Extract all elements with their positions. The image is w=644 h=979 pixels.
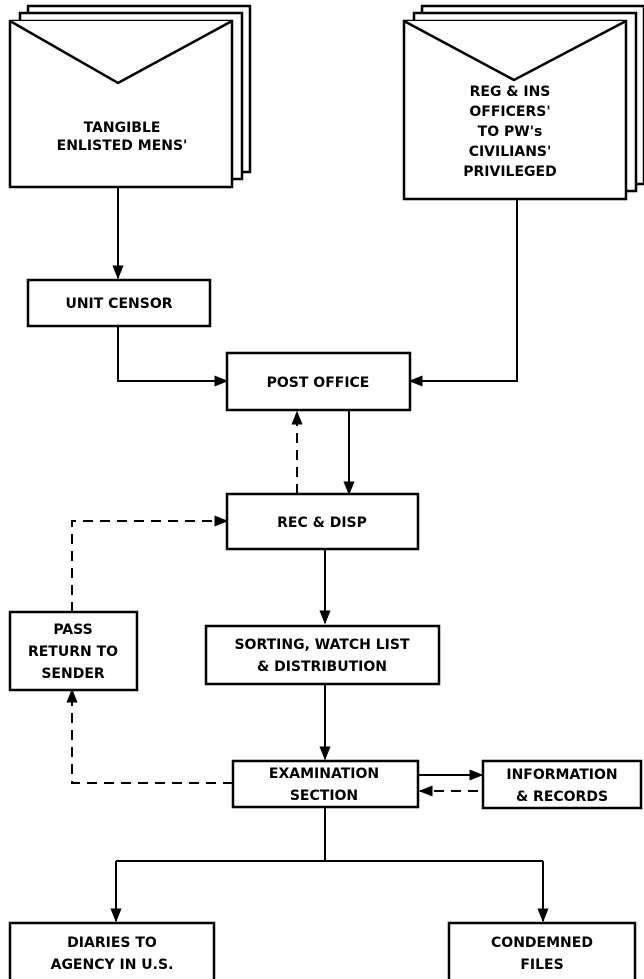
- box-information-line-1: INFORMATION: [506, 767, 617, 783]
- connectors: [66, 187, 549, 923]
- box-pass-return-line-3: SENDER: [41, 666, 105, 682]
- box-sorting-line-2: & DISTRIBUTION: [257, 659, 387, 675]
- arrow-right-envelope-to-post-office: [408, 199, 518, 387]
- box-examination: EXAMINATION SECTION: [231, 759, 420, 809]
- box-post-office-label: POST OFFICE: [267, 375, 370, 391]
- box-unit-censor: UNIT CENSOR: [26, 278, 212, 328]
- envelope-stack-left: TANGIBLE ENLISTED MENS': [8, 4, 252, 189]
- box-pass-return-line-2: RETURN TO: [28, 644, 118, 660]
- box-sorting-line-1: SORTING, WATCH LIST: [234, 637, 409, 653]
- envelope-right-line-3: TO PW's: [478, 124, 543, 140]
- box-examination-line-2: SECTION: [290, 788, 358, 804]
- box-condemned-line-1: CONDEMNED: [491, 935, 593, 951]
- box-diaries-line-2: AGENCY IN U.S.: [51, 957, 174, 973]
- arrow-pass-return-to-rec-disp: [71, 515, 229, 612]
- box-diaries-line-1: DIARIES TO: [67, 935, 157, 951]
- box-unit-censor-label: UNIT CENSOR: [65, 296, 172, 312]
- arrow-examination-to-pass-return: [66, 688, 233, 784]
- box-information-line-2: & RECORDS: [516, 789, 608, 805]
- envelope-left-line-1: TANGIBLE: [84, 120, 161, 136]
- envelope-stack-right: REG & INS OFFICERS' TO PW's CIVILIANS' P…: [402, 4, 644, 201]
- box-pass-return: PASS RETURN TO SENDER: [8, 610, 139, 692]
- box-condemned: CONDEMNED FILES: [447, 921, 637, 979]
- box-condemned-line-2: FILES: [520, 957, 563, 973]
- envelope-right-line-5: PRIVILEGED: [463, 164, 556, 180]
- envelope-right-line-2: OFFICERS': [469, 104, 550, 120]
- box-rec-disp-label: REC & DISP: [277, 515, 367, 531]
- box-examination-line-1: EXAMINATION: [269, 766, 379, 782]
- box-pass-return-line-1: PASS: [53, 622, 92, 638]
- envelope-right-line-1: REG & INS: [470, 84, 551, 100]
- arrow-unit-censor-to-post-office: [117, 326, 229, 387]
- box-rec-disp: REC & DISP: [225, 492, 420, 551]
- box-diaries: DIARIES TO AGENCY IN U.S.: [8, 921, 216, 979]
- envelope-left-line-2: ENLISTED MENS': [57, 138, 188, 154]
- box-post-office: POST OFFICE: [225, 351, 412, 412]
- box-sorting: SORTING, WATCH LIST & DISTRIBUTION: [204, 624, 441, 686]
- box-information: INFORMATION & RECORDS: [481, 759, 643, 810]
- envelope-right-line-4: CIVILIANS': [469, 144, 552, 160]
